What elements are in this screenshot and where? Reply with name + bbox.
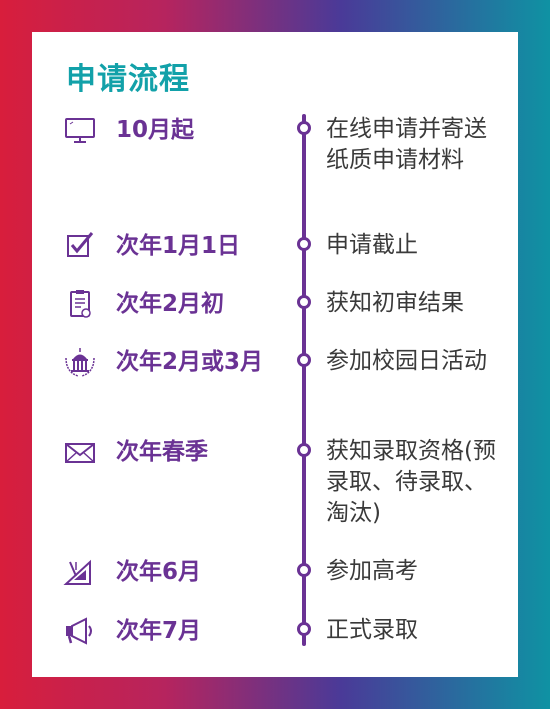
step-date: 次年6月 bbox=[116, 559, 202, 585]
campus-building-emblem-icon bbox=[62, 346, 98, 378]
step-description: 正式录取 bbox=[326, 617, 418, 643]
step-date: 次年1月1日 bbox=[116, 233, 241, 259]
step-date: 次年春季 bbox=[116, 439, 208, 465]
timeline-dot bbox=[297, 121, 311, 135]
timeline-dot bbox=[297, 443, 311, 457]
step-description: 参加高考 bbox=[326, 558, 418, 584]
timeline-dot bbox=[297, 353, 311, 367]
timeline-dot bbox=[297, 622, 311, 636]
timeline-dot bbox=[297, 295, 311, 309]
step-date: 次年7月 bbox=[116, 618, 202, 644]
step-date: 次年2月初 bbox=[116, 291, 225, 317]
checkbox-check-icon bbox=[62, 230, 98, 262]
step-description: 参加校园日活动 bbox=[326, 348, 487, 374]
step-description: 获知初审结果 bbox=[326, 290, 464, 316]
page-title: 申请流程 bbox=[66, 62, 190, 97]
step-date: 10月起 bbox=[116, 117, 195, 143]
timeline-line bbox=[302, 114, 306, 646]
megaphone-icon bbox=[62, 615, 98, 647]
geometry-ruler-icon bbox=[62, 556, 98, 588]
timeline-dot bbox=[297, 237, 311, 251]
timeline-dot bbox=[297, 563, 311, 577]
computer-monitor-icon bbox=[62, 114, 98, 146]
certificate-clipboard-icon bbox=[62, 288, 98, 320]
process-card: 申请流程 10月起 在线申请并寄送纸质申请材料 次年1月1日 申请截止 次年2月… bbox=[32, 32, 518, 677]
step-description: 获知录取资格(预录取、待录取、淘汰) bbox=[326, 438, 496, 526]
step-description: 在线申请并寄送纸质申请材料 bbox=[326, 116, 487, 173]
step-description: 申请截止 bbox=[326, 232, 418, 258]
envelope-icon bbox=[62, 436, 98, 468]
step-date: 次年2月或3月 bbox=[116, 349, 264, 375]
